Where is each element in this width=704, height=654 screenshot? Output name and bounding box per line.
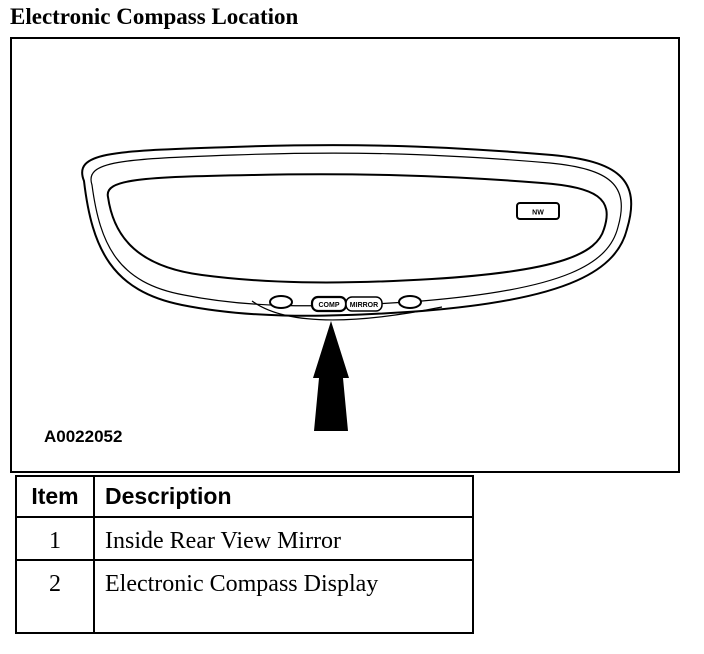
header-description: Description bbox=[93, 475, 474, 518]
compass-reading: NW bbox=[532, 210, 544, 217]
mirror-housing bbox=[81, 144, 633, 317]
pointer-arrow bbox=[313, 321, 349, 431]
table-row: 2 Electronic Compass Display bbox=[15, 559, 474, 634]
right-lamp bbox=[398, 295, 422, 309]
legend-header-row: Item Description bbox=[15, 475, 474, 518]
mirror-button bbox=[345, 296, 383, 312]
figure-frame: NW COMP MIRROR A0022052 bbox=[10, 37, 680, 473]
comp-button-label: COMP bbox=[319, 302, 340, 309]
row-description: Inside Rear View Mirror bbox=[93, 516, 474, 561]
page-title: Electronic Compass Location bbox=[10, 4, 299, 29]
mirror-button-label: MIRROR bbox=[350, 302, 378, 309]
left-lamp bbox=[269, 295, 293, 309]
row-item: 2 bbox=[15, 559, 95, 634]
legend-table: Item Description 1 Inside Rear View Mirr… bbox=[15, 475, 474, 634]
compass-display bbox=[516, 202, 560, 220]
row-item: 1 bbox=[15, 516, 95, 561]
table-row: 1 Inside Rear View Mirror bbox=[15, 516, 474, 561]
header-item: Item bbox=[15, 475, 95, 518]
mirror-glass bbox=[106, 173, 608, 284]
mirror-illustration: NW COMP MIRROR bbox=[81, 144, 633, 431]
row-description: Electronic Compass Display bbox=[93, 559, 474, 634]
figure-id-label: A0022052 bbox=[44, 427, 123, 446]
